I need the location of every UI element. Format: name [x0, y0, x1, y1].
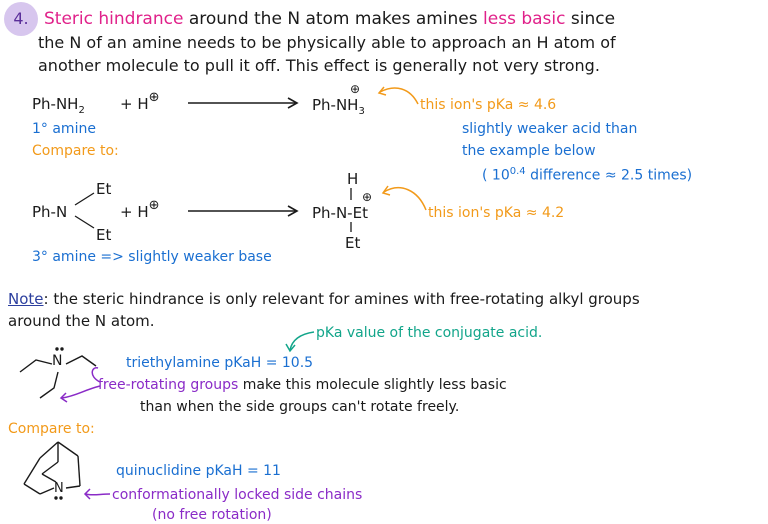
- primary-amine-label: 1° amine: [32, 121, 96, 137]
- header-text-d: since: [565, 9, 616, 29]
- plus-h-2: + H: [120, 203, 149, 221]
- locked-chains-arrow-icon: [85, 493, 111, 496]
- weaker-acid-note: slightly weaker acid than: [462, 121, 638, 137]
- quinuclidine-structure-icon: [23, 441, 81, 500]
- product-1-sub: 3: [358, 106, 365, 117]
- difference-note-b: difference ≈ 2.5 times): [525, 167, 693, 184]
- et-top: Et: [96, 180, 112, 198]
- point-number-badge: 4.: [4, 2, 38, 36]
- pka-4-6-label: this ion's pKa ≈ 4.6: [420, 97, 557, 113]
- triethylamine-label: triethylamine pKaH = 10.5: [126, 355, 314, 371]
- locked-chains-arrow-head: [83, 488, 91, 500]
- header-line-1: Steric hindrance around the N atom makes…: [44, 10, 615, 28]
- locked-chains-text: conformationally locked side chains: [112, 487, 363, 503]
- difference-note-a: ( 10: [482, 167, 510, 184]
- pka-arrow-2-icon: [383, 187, 427, 211]
- reactant-1-text: Ph-NH: [32, 95, 79, 113]
- pka-arrow-2-head: [381, 185, 391, 196]
- h-plus-charge-icon: ⊕: [148, 90, 160, 105]
- reaction-1-plus: + H⊕: [120, 90, 160, 115]
- difference-note: ( 100.4 difference ≈ 2.5 times): [482, 163, 692, 185]
- triethylamine-structure-icon: [19, 347, 97, 399]
- conjugate-acid-note: pKa value of the conjugate acid.: [316, 325, 543, 341]
- tertiary-reactant: Ph-N: [32, 203, 68, 221]
- cannot-rotate-text: than when the side groups can't rotate f…: [140, 399, 460, 415]
- pka-arrow-1-icon: [379, 87, 419, 105]
- header-text-b: around the N atom makes amines: [183, 9, 484, 29]
- conjugate-acid-arrow-icon: [289, 331, 315, 351]
- free-rotating-arrow-2-head: [59, 392, 68, 403]
- reactant-1: Ph-NH2: [32, 95, 85, 120]
- steric-hindrance-text: Steric hindrance: [44, 9, 184, 29]
- free-rotating-groups: free-rotating groups: [98, 377, 239, 393]
- product-2-h: H: [347, 170, 359, 188]
- product-2-charge-icon: ⊕: [362, 190, 373, 204]
- product-2-center: Ph-N-Et: [312, 204, 368, 222]
- product-1-text: Ph-NH: [312, 96, 359, 114]
- free-rotating-text: make this molecule slightly less basic: [238, 377, 507, 393]
- quinuclidine-label: quinuclidine pKaH = 11: [116, 463, 281, 479]
- no-free-rotation-text: (no free rotation): [152, 507, 272, 523]
- triethylamine-n-atom: N: [52, 353, 63, 369]
- note-text-2: around the N atom.: [8, 312, 155, 330]
- conjugate-acid-arrow-head: [285, 343, 296, 353]
- header-line-3: another molecule to pull it off. This ef…: [38, 56, 600, 75]
- plus-h-1: + H: [120, 95, 149, 113]
- example-below-note: the example below: [462, 143, 596, 159]
- header-line-2: the N of an amine needs to be physically…: [38, 33, 616, 52]
- less-basic-text: less basic: [483, 9, 566, 29]
- reaction-arrow-2: [188, 205, 299, 217]
- h-plus-charge-2-icon: ⊕: [148, 198, 160, 213]
- note-line-1: Note: the steric hindrance is only relev…: [8, 290, 640, 308]
- free-rotating-line: free-rotating groups make this molecule …: [98, 376, 507, 394]
- reactant-1-sub: 2: [78, 105, 85, 116]
- free-rotating-arrow-1-icon: [91, 367, 101, 383]
- quinuclidine-n-atom: N: [54, 481, 64, 496]
- pka-arrow-1-head: [377, 86, 387, 96]
- reaction-arrow-1: [188, 97, 299, 109]
- compare-to-2: Compare to:: [8, 421, 95, 437]
- reaction-2-plus: + H⊕: [120, 198, 160, 223]
- tertiary-bonds: [74, 192, 95, 229]
- tertiary-amine-label: 3° amine => slightly weaker base: [32, 249, 272, 265]
- difference-note-sup: 0.4: [509, 166, 526, 177]
- product-1: Ph-NH3: [312, 96, 365, 121]
- point-number: 4.: [13, 9, 29, 28]
- note-text-1: : the steric hindrance is only relevant …: [43, 290, 640, 308]
- product-1-charge-icon: ⊕: [350, 82, 361, 96]
- free-rotating-arrow-2-icon: [61, 385, 101, 399]
- product-2-et: Et: [345, 234, 361, 252]
- et-bottom: Et: [96, 226, 112, 244]
- note-label: Note: [8, 290, 44, 308]
- compare-to-1: Compare to:: [32, 143, 119, 159]
- pka-4-2-label: this ion's pKa ≈ 4.2: [428, 205, 565, 221]
